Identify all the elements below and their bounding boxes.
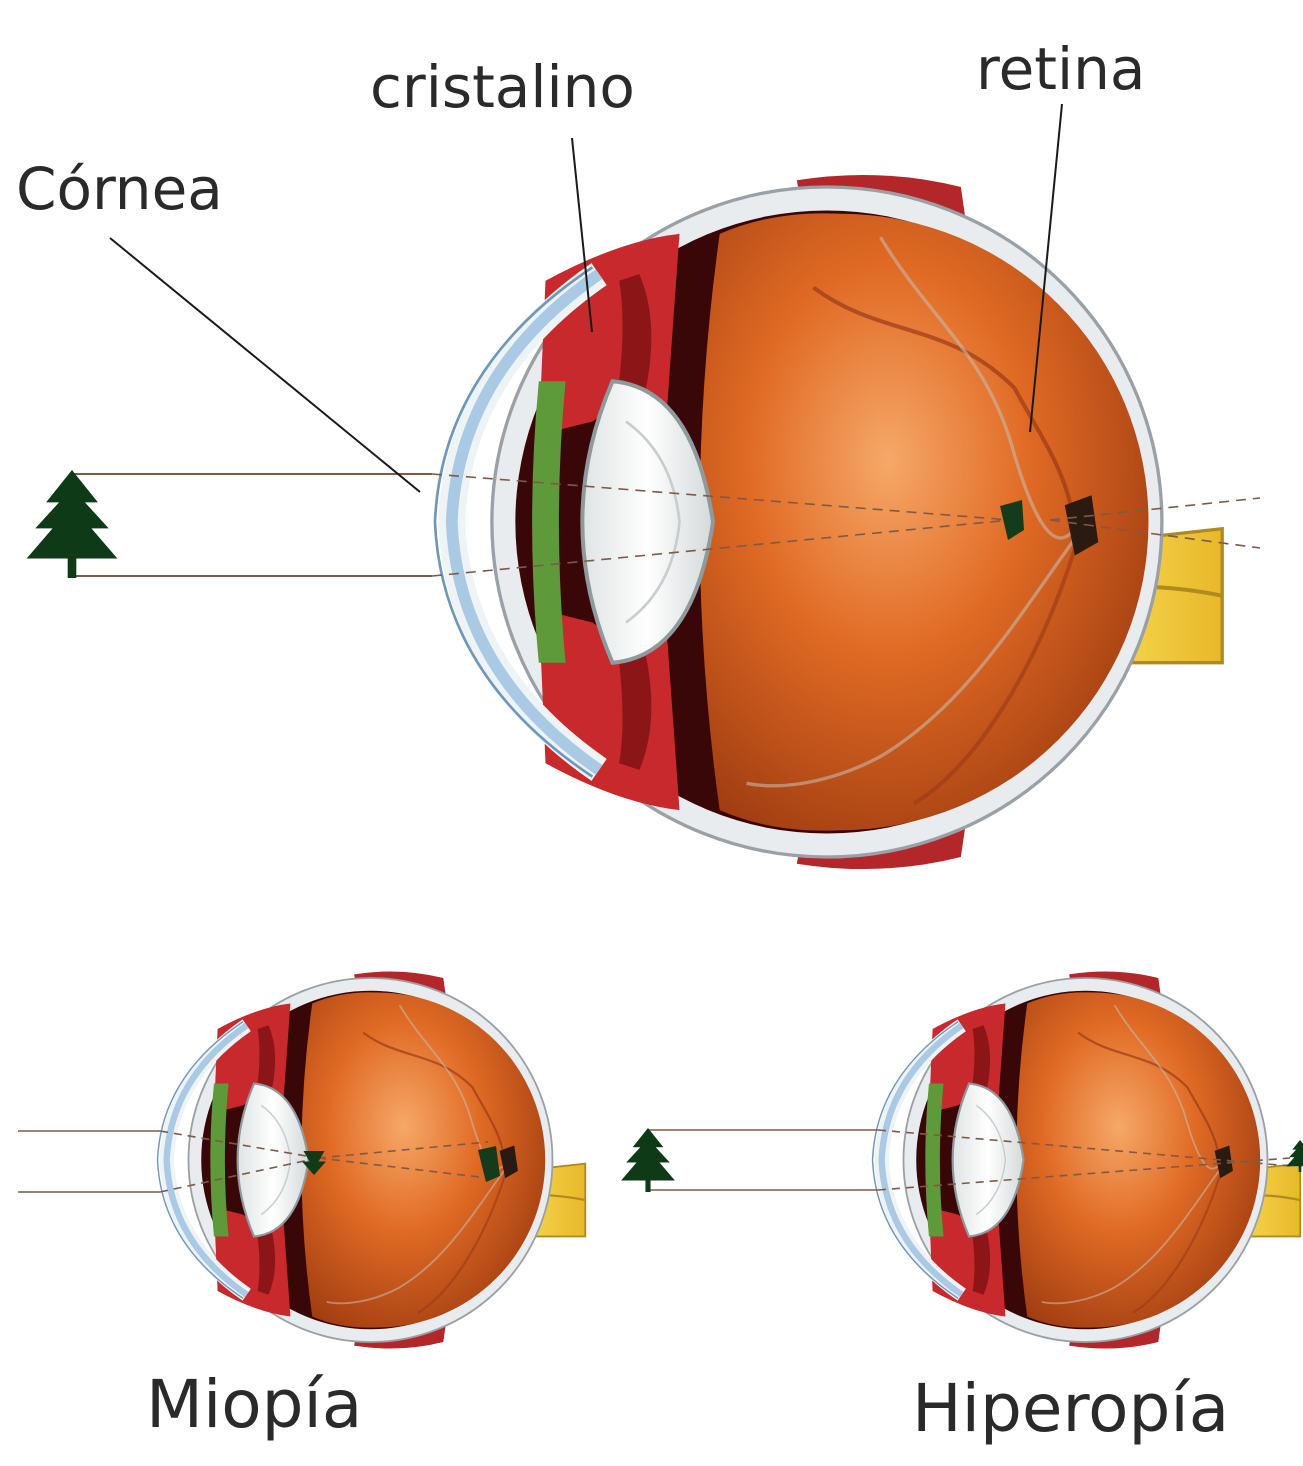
tree-icon — [27, 470, 118, 578]
myopia-eye — [158, 971, 586, 1348]
hyperopia-eye — [873, 971, 1301, 1348]
cornea-leader — [110, 238, 420, 492]
normal-eye — [435, 175, 1222, 869]
hyperopia-tree-icon — [621, 1128, 675, 1192]
retina-label: retina — [976, 40, 1145, 98]
hyperopia-label: Hiperopía — [912, 1376, 1229, 1442]
cornea-label: Córnea — [16, 160, 223, 218]
myopia-label: Miopía — [146, 1372, 362, 1438]
lens-label: cristalino — [370, 58, 635, 116]
